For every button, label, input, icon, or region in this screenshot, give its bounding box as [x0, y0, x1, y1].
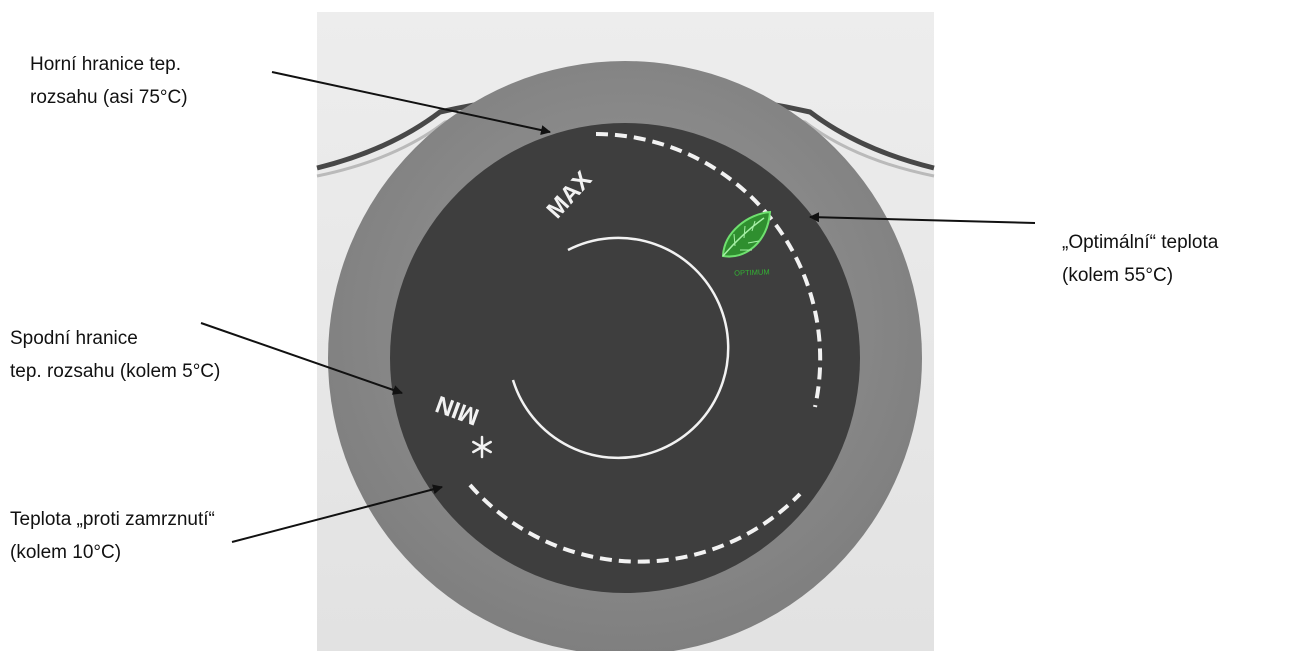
annotation-upper-limit: Horní hranice tep. rozsahu (asi 75°C): [30, 54, 188, 108]
dashed-scale-upper: [595, 132, 823, 408]
snowflake-icon: [472, 435, 492, 459]
annotation-frost-protection: Teplota „proti zamrznutí“ (kolem 10°C): [10, 509, 215, 563]
dial-optimum-label: OPTIMUM: [734, 267, 770, 277]
leaf-icon: [721, 210, 772, 258]
inner-indicator-arc: [511, 236, 730, 460]
annotation-lower-limit: Spodní hranice tep. rozsahu (kolem 5°C): [10, 328, 221, 382]
annotation-optimal: „Optimální“ teplota (kolem 55°C): [1062, 232, 1219, 286]
dial-face: [390, 123, 860, 593]
